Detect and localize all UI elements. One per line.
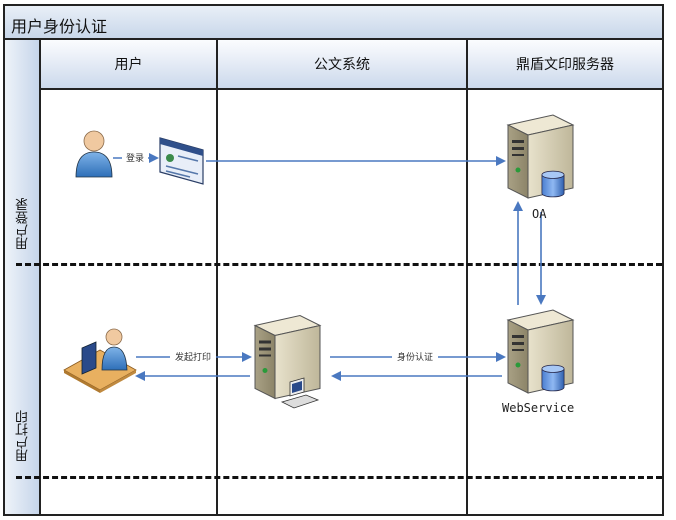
lane-divider: [466, 90, 468, 516]
arrow-label-auth: 身份认证: [397, 351, 433, 363]
arrow-label-bg: [122, 151, 148, 164]
lane-header-user: 用户: [41, 40, 218, 90]
webservice-server-label: WebService: [502, 401, 575, 415]
frame-border: [41, 514, 664, 516]
lane-header-print-server: 鼎盾文印服务器: [468, 40, 662, 90]
phase-separator: [16, 263, 662, 266]
arrow-label-bg: [170, 350, 216, 363]
lane-header-document-system: 公文系统: [218, 40, 468, 90]
frame-border: [662, 40, 664, 516]
arrow-label-print: 发起打印: [175, 351, 211, 363]
lane-label-print-server: 鼎盾文印服务器: [516, 57, 614, 73]
user-person-icon: [75, 130, 113, 178]
document-system-server-icon: [254, 314, 321, 409]
arrow-label-bg: [392, 350, 438, 363]
diagram-title: 用户身份认证: [11, 17, 108, 36]
phase-strip: [3, 40, 41, 516]
webservice-server-icon: [507, 309, 574, 394]
phase-separator: [16, 476, 662, 479]
arrow-label-login: 登录: [126, 153, 144, 164]
lane-divider: [216, 90, 218, 516]
diagram-title-bar: 用户身份认证: [3, 4, 664, 40]
lane-label-user: 用户: [114, 57, 143, 73]
oa-server-label: OA: [532, 207, 547, 221]
user-desk-icon: [63, 328, 137, 393]
lane-label-document-system: 公文系统: [314, 57, 370, 73]
oa-server-icon: [507, 114, 574, 199]
browser-window-icon: [159, 137, 204, 185]
